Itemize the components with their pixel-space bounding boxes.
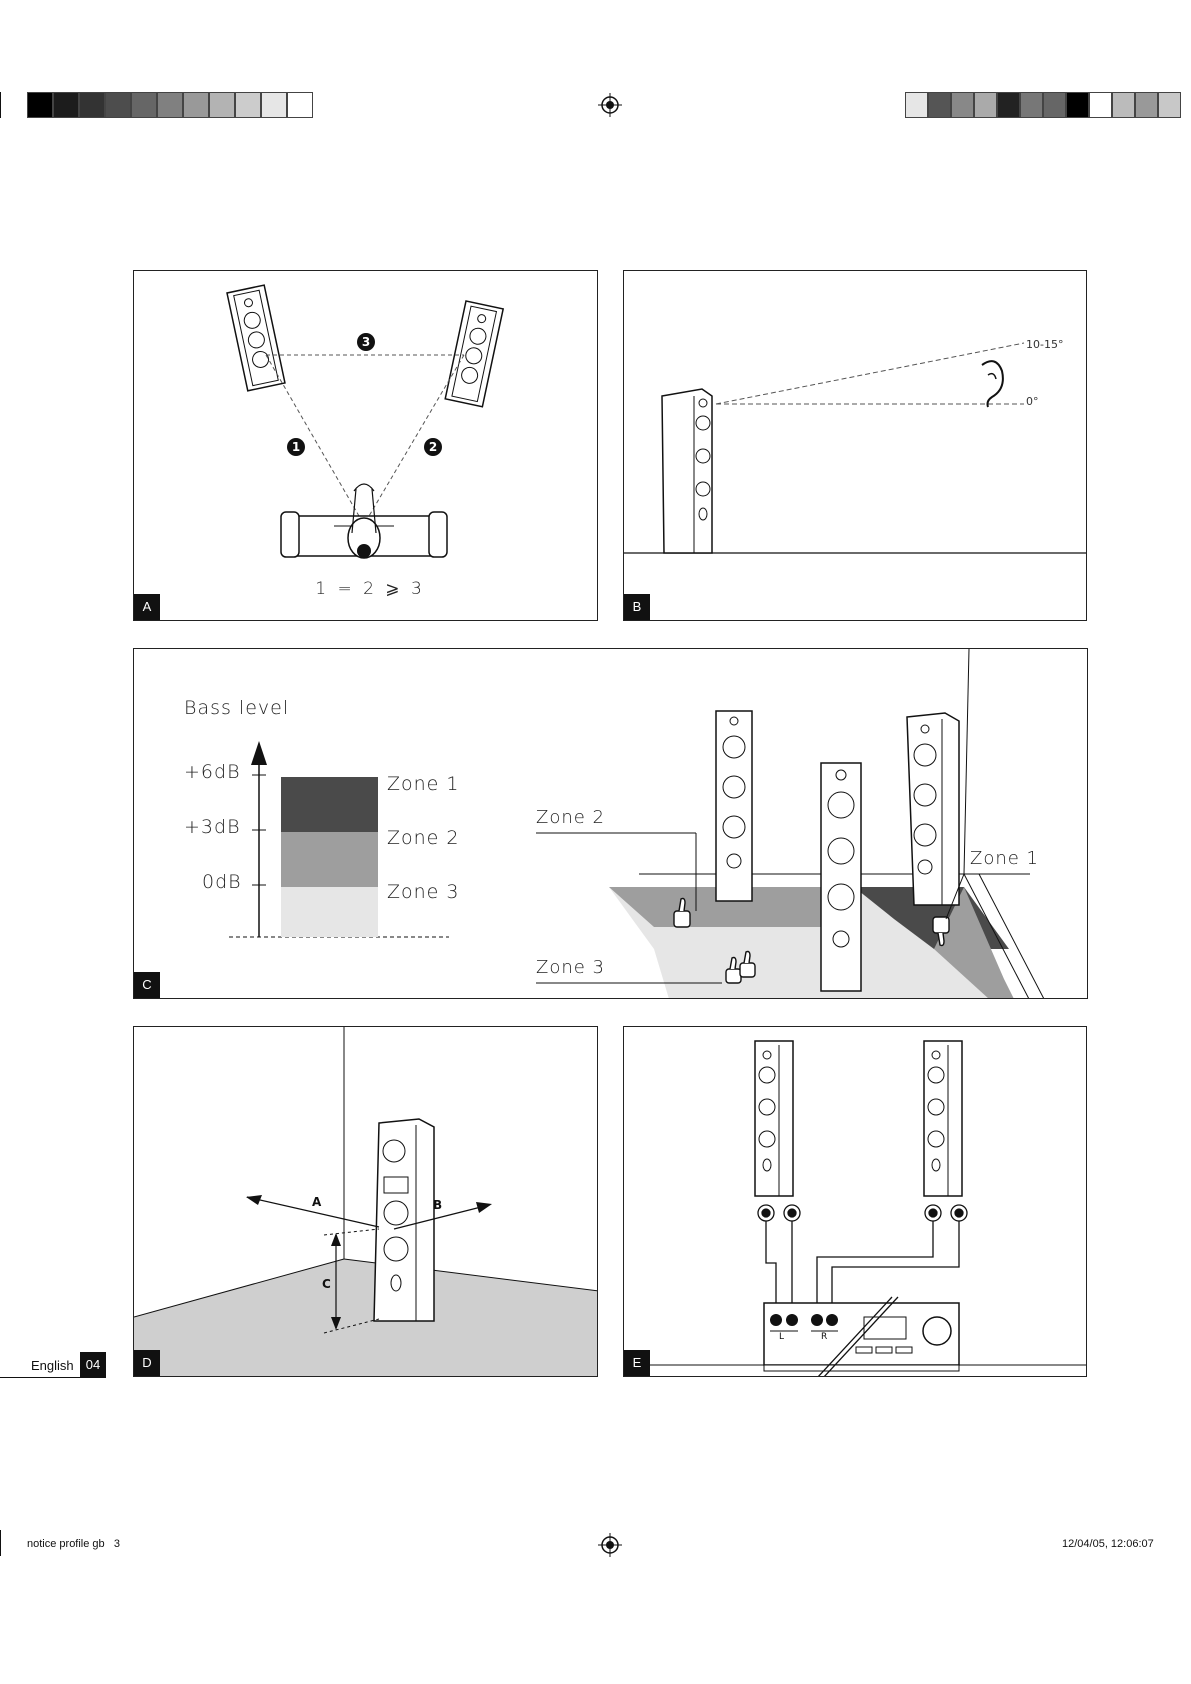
color-swatch — [157, 92, 183, 118]
speaker-zone1-icon — [907, 713, 959, 905]
zone-3-label: Zone 3 — [387, 881, 460, 903]
panel-label-e: E — [624, 1350, 650, 1376]
dimension-b-label: B — [433, 1198, 442, 1212]
page-language: English — [31, 1358, 74, 1373]
speaker-zone3-icon — [821, 763, 861, 991]
page-number: 04 — [80, 1352, 106, 1378]
color-swatch — [105, 92, 131, 118]
channel-r-label: R — [821, 1332, 827, 1342]
registration-mark-bottom — [598, 1533, 622, 1557]
color-swatch — [261, 92, 287, 118]
scene-zone-3-label: Zone 3 — [536, 957, 605, 978]
level-3db: +3dB — [184, 816, 241, 838]
angle-label-top: 10-15° — [1026, 338, 1063, 351]
tweeter-height-illustration — [624, 271, 1087, 621]
color-swatch — [131, 92, 157, 118]
color-swatch — [1043, 92, 1066, 118]
panel-label-a: A — [134, 594, 160, 620]
color-swatch — [951, 92, 974, 118]
dimension-a-label: A — [312, 1195, 321, 1209]
bass-level-title: Bass level — [184, 697, 289, 719]
footer-timestamp: 12/04/05, 12:06:07 — [1062, 1538, 1154, 1550]
panel-b: 10-15° 0° B — [623, 270, 1087, 621]
scene-zone-1-label: Zone 1 — [970, 848, 1039, 869]
color-swatch — [974, 92, 997, 118]
left-speaker-wiring-icon — [755, 1041, 793, 1196]
scene-zone-2-label: Zone 2 — [536, 807, 605, 828]
page-language-tab: English 04 — [0, 1352, 106, 1378]
color-swatch — [53, 92, 79, 118]
marker-2: 2 — [424, 438, 442, 456]
panel-a: 3 1 2 1 = 2 ⩾ 3 A — [133, 270, 598, 621]
color-swatch — [1135, 92, 1158, 118]
marker-1: 1 — [287, 438, 305, 456]
panel-label-b: B — [624, 594, 650, 620]
wiring-diagram-illustration — [624, 1027, 1087, 1377]
color-swatch — [905, 92, 928, 118]
speaker-terminals-icon — [758, 1205, 967, 1221]
color-swatch — [928, 92, 951, 118]
corner-placement-illustration — [134, 1027, 598, 1377]
color-swatch — [183, 92, 209, 118]
amplifier-icon — [764, 1297, 959, 1377]
panel-c: Bass level +6dB +3dB 0dB Zone 1 Zone 2 Z… — [133, 648, 1088, 999]
color-swatch — [79, 92, 105, 118]
crop-mark-left — [0, 92, 1, 118]
color-swatch — [1020, 92, 1043, 118]
left-speaker-icon — [227, 285, 285, 391]
zone-1-label: Zone 1 — [387, 773, 460, 795]
color-swatch — [235, 92, 261, 118]
panel-label-d: D — [134, 1350, 160, 1376]
stereo-triangle-illustration — [134, 271, 598, 621]
tower-speaker-icon — [662, 389, 712, 553]
registration-mark-top — [598, 93, 622, 117]
ear-icon — [982, 361, 1003, 407]
color-swatch — [997, 92, 1020, 118]
color-swatch — [1112, 92, 1135, 118]
sofa-with-listener-icon — [281, 484, 447, 558]
color-swatch — [1066, 92, 1089, 118]
right-speaker-icon — [445, 301, 503, 407]
corner-speaker-icon — [374, 1119, 434, 1321]
dimension-c-label: C — [322, 1277, 331, 1291]
right-speaker-wiring-icon — [924, 1041, 962, 1196]
color-swatch — [1158, 92, 1181, 118]
color-swatch — [27, 92, 53, 118]
footer-crop-mark — [0, 1530, 1, 1556]
color-swatch — [1089, 92, 1112, 118]
panel-e: L R E — [623, 1026, 1087, 1377]
level-0db: 0dB — [202, 871, 242, 893]
level-6db: +6dB — [184, 761, 241, 783]
color-bar-left — [27, 92, 317, 118]
color-bar-right — [905, 92, 1191, 118]
panel-d: A B C D — [133, 1026, 598, 1377]
color-swatch — [287, 92, 313, 118]
footer-file-name: notice profile gb 3 — [27, 1538, 120, 1550]
marker-3: 3 — [357, 333, 375, 351]
color-swatch — [209, 92, 235, 118]
panel-label-c: C — [134, 972, 160, 998]
distance-formula: 1 = 2 ⩾ 3 — [309, 579, 429, 599]
angle-label-bottom: 0° — [1026, 395, 1039, 408]
channel-l-label: L — [779, 1332, 784, 1342]
speaker-zone2-icon — [716, 711, 752, 901]
zone-2-label: Zone 2 — [387, 827, 460, 849]
